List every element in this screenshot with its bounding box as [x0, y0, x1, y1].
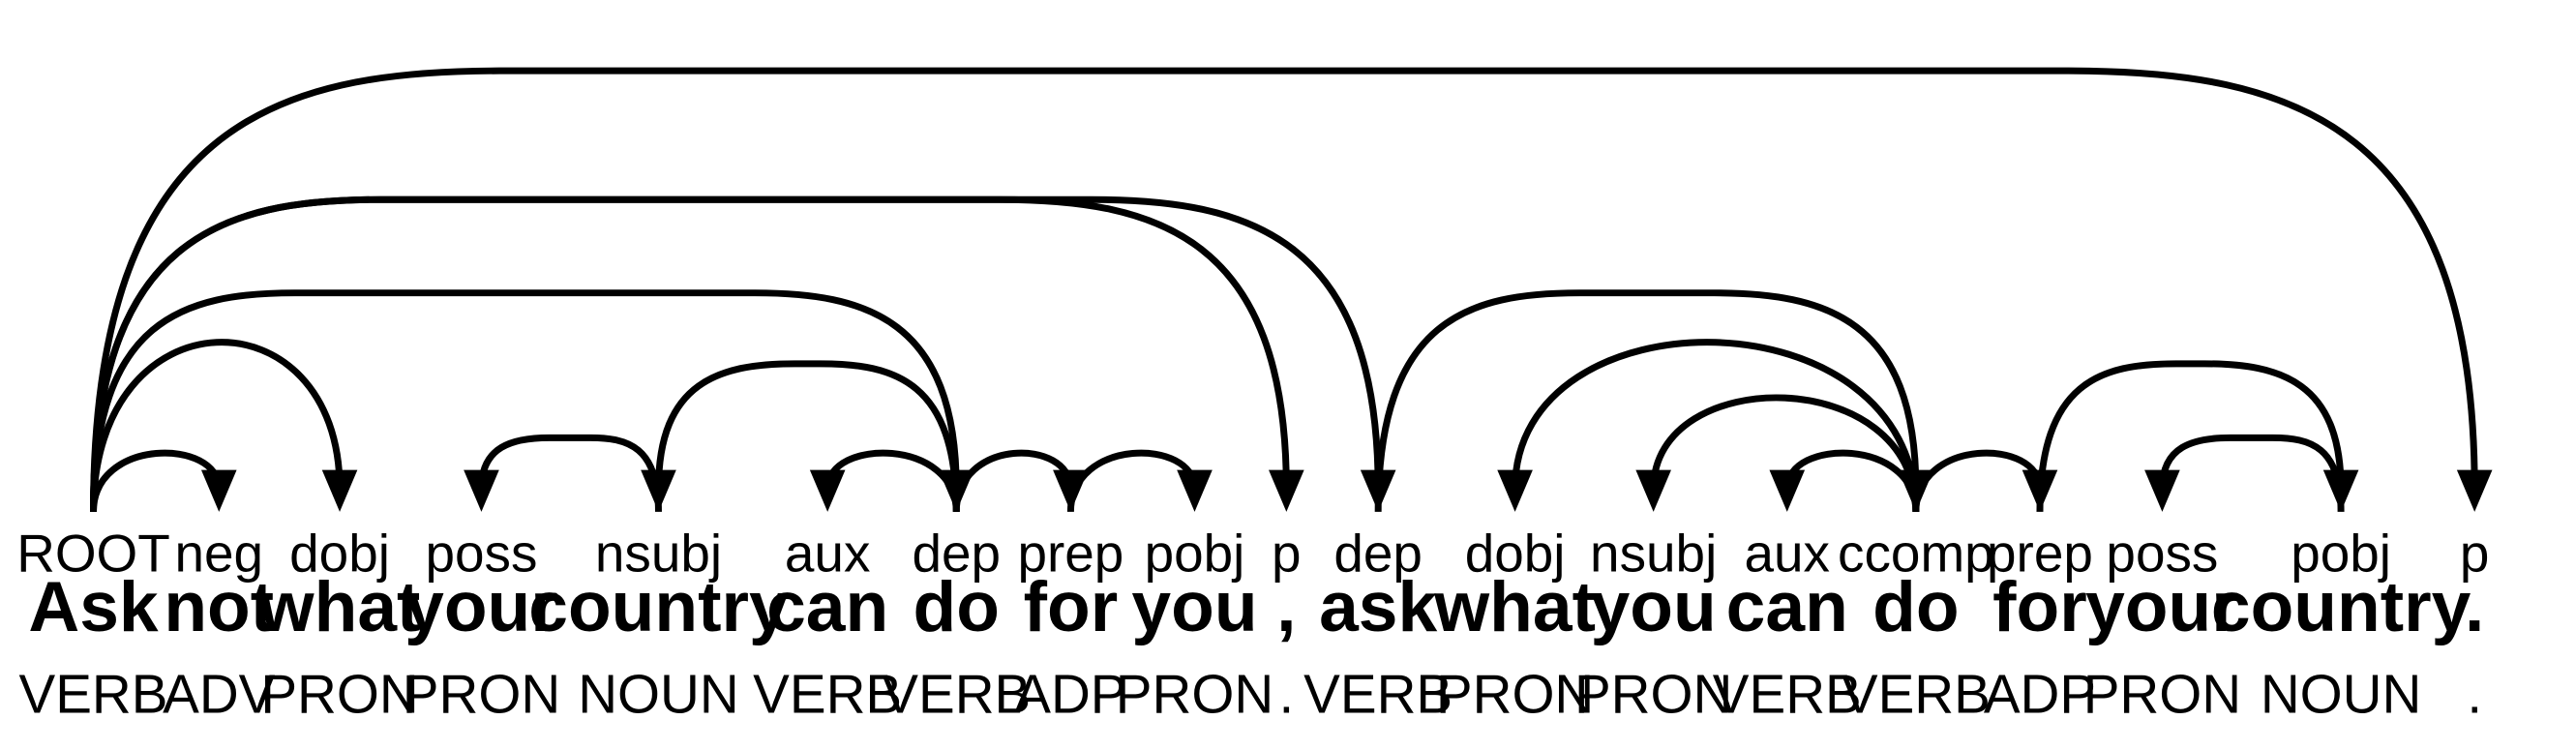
dependency-arc[interactable] — [90, 67, 2478, 512]
token-word[interactable]: what — [1433, 567, 1596, 646]
root-label: ROOT — [16, 523, 170, 583]
dependency-label[interactable]: neg — [174, 523, 263, 583]
dependency-arrowhead — [1497, 469, 1533, 512]
dependency-arc[interactable] — [2036, 360, 2345, 512]
dependency-label[interactable]: aux — [1745, 523, 1831, 583]
dependency-label[interactable]: dobj — [289, 523, 390, 583]
token-pos-tag: PRON — [1574, 664, 1732, 725]
token-word[interactable]: you — [1591, 567, 1717, 646]
dependency-arrowhead — [464, 469, 499, 512]
dependency-label[interactable]: pobj — [1145, 523, 1245, 583]
dependency-label[interactable]: dep — [912, 523, 1001, 583]
token-word[interactable]: ask — [1319, 567, 1437, 646]
dependency-arc[interactable] — [1650, 394, 1920, 512]
dependency-arrowhead — [2322, 469, 2359, 512]
dependency-arc[interactable] — [1512, 339, 1920, 512]
dependency-label[interactable]: prep — [1017, 523, 1123, 583]
token-pos-tag: VERB — [882, 664, 1031, 725]
token-pos-tag: PRON — [1116, 664, 1273, 725]
dependency-arc[interactable] — [90, 195, 1382, 512]
dependency-arc[interactable] — [1374, 289, 1920, 512]
token-word[interactable]: can — [1726, 567, 1848, 646]
token-pos-tag: PRON — [403, 664, 560, 725]
token-word[interactable]: not — [164, 567, 274, 646]
token-word[interactable]: Ask — [28, 567, 159, 646]
token-pos-tag: VERB — [18, 664, 167, 725]
dependency-arrowhead — [2144, 469, 2180, 512]
dependency-label[interactable]: nsubj — [595, 523, 722, 583]
dependency-label[interactable]: aux — [785, 523, 871, 583]
token-pos-tag: VERB — [1713, 664, 1862, 725]
token-pos-tag: ADP — [1984, 664, 2096, 725]
dependency-label[interactable]: dobj — [1465, 523, 1566, 583]
dependency-arrowhead — [1269, 469, 1304, 512]
token-pos-tag: PRON — [1436, 664, 1594, 725]
token-word[interactable]: your — [404, 567, 558, 646]
dependency-arrowhead — [1769, 469, 1806, 512]
dependency-arrowhead — [200, 469, 237, 512]
token-pos-tag: VERB — [753, 664, 902, 725]
token-word[interactable]: can — [766, 567, 888, 646]
token-word[interactable]: do — [1872, 567, 1959, 646]
dependency-label[interactable]: nsubj — [1590, 523, 1717, 583]
token-pos-tag: NOUN — [2261, 664, 2422, 725]
token-word[interactable]: . — [2465, 567, 2484, 646]
dependency-arc[interactable] — [654, 360, 960, 512]
arcs-layer — [90, 67, 2493, 513]
token-pos-tag: . — [2467, 664, 2482, 725]
dependency-label[interactable]: p — [1272, 523, 1302, 583]
dependency-arc[interactable] — [90, 339, 344, 512]
dependency-arc[interactable] — [477, 434, 662, 512]
token-word[interactable]: , — [1276, 567, 1296, 646]
token-word[interactable]: your — [2085, 567, 2239, 646]
token-word[interactable]: what — [258, 567, 421, 646]
token-pos-tag: VERB — [1303, 664, 1453, 725]
dependency-arrowhead — [2456, 469, 2493, 512]
dependency-label[interactable]: prep — [1987, 523, 2093, 583]
token-pos-tag: PRON — [260, 664, 418, 725]
dependency-arc[interactable] — [2158, 434, 2345, 512]
token-word[interactable]: country — [528, 567, 789, 646]
dependency-arc[interactable] — [952, 449, 1074, 512]
token-word[interactable]: you — [1131, 567, 1257, 646]
dependency-arc[interactable] — [1066, 449, 1198, 512]
token-pos-tag: NOUN — [578, 664, 739, 725]
token-pos-tag: ADP — [1014, 664, 1126, 725]
token-word[interactable]: do — [914, 567, 1000, 646]
dependency-arrowhead — [809, 469, 846, 512]
token-word[interactable]: country — [2211, 567, 2471, 646]
token-pos-tag: VERB — [1842, 664, 1991, 725]
token-pos-tag: PRON — [2083, 664, 2241, 725]
dependency-arc[interactable] — [824, 449, 960, 513]
dependency-label[interactable]: poss — [425, 523, 537, 583]
dependency-arc[interactable] — [90, 449, 223, 512]
dependency-label[interactable]: p — [2460, 523, 2490, 583]
dependency-arrowhead — [1635, 469, 1671, 512]
dependency-arrowhead — [321, 469, 358, 512]
token-word[interactable]: for — [1024, 567, 1119, 646]
dependency-label[interactable]: poss — [2106, 523, 2218, 583]
token-pos-tag: . — [1278, 664, 1294, 725]
dependency-arrowhead — [641, 469, 676, 512]
token-pos-tag: ADV — [163, 664, 276, 725]
dependency-label[interactable]: ccomp — [1838, 523, 1994, 583]
dependency-label[interactable]: pobj — [2291, 523, 2391, 583]
dependency-arc[interactable] — [1912, 449, 2044, 512]
token-word[interactable]: for — [1992, 567, 2087, 646]
dependency-label[interactable]: dep — [1333, 523, 1423, 583]
dependency-arc[interactable] — [90, 289, 960, 512]
dependency-arrowhead — [1177, 469, 1213, 512]
dependency-arc[interactable] — [1783, 449, 1920, 513]
